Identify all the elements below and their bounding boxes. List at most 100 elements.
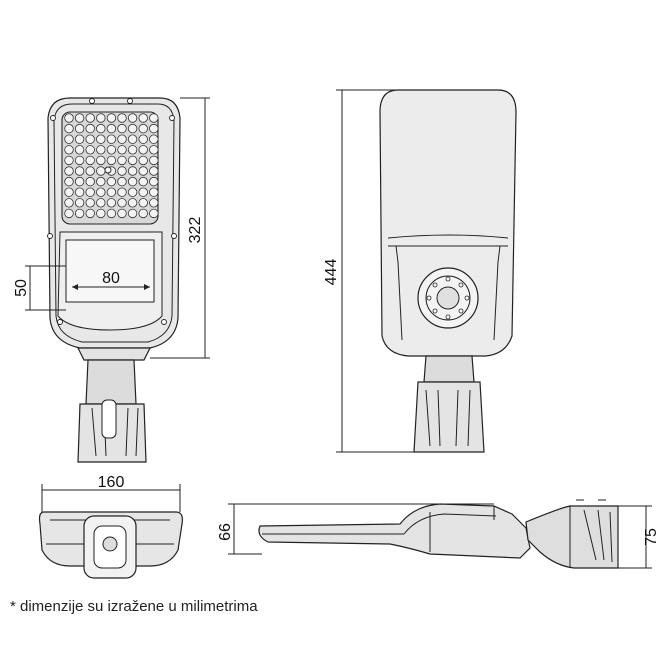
- led-lens: [106, 198, 117, 208]
- units-footnote: * dimenzije su izražene u milimetrima: [10, 598, 258, 615]
- led-lens: [96, 187, 106, 197]
- led-lens: [64, 176, 74, 187]
- led-lens: [74, 198, 85, 208]
- led-lens: [127, 113, 138, 123]
- led-lens: [106, 208, 117, 219]
- led-lens: [85, 176, 95, 187]
- led-lens: [85, 208, 95, 219]
- led-lens: [138, 198, 148, 208]
- led-lens: [127, 176, 138, 187]
- led-lens: [96, 123, 106, 134]
- led-lens: [85, 187, 95, 197]
- led-lens: [138, 187, 148, 197]
- led-lens: [149, 155, 159, 166]
- led-lens: [64, 187, 74, 197]
- led-lens: [149, 145, 159, 155]
- led-lens: [149, 208, 159, 219]
- led-lens: [106, 176, 117, 187]
- led-lens: [117, 208, 127, 219]
- led-lens: [106, 187, 117, 197]
- dim-back-height: 444: [323, 259, 340, 286]
- led-array: [64, 113, 159, 219]
- dim-top-width: 160: [98, 474, 125, 491]
- led-lens: [64, 208, 74, 219]
- led-lens: [149, 187, 159, 197]
- led-lens: [85, 155, 95, 166]
- dim-front-height: 322: [187, 217, 204, 244]
- led-lens: [149, 113, 159, 123]
- dim-side-mount-height: 75: [643, 528, 660, 546]
- led-lens: [149, 198, 159, 208]
- side-view: 66 75: [217, 499, 660, 569]
- led-lens: [74, 176, 85, 187]
- led-lens: [138, 145, 148, 155]
- led-lens: [64, 123, 74, 134]
- led-lens: [117, 176, 127, 187]
- led-lens: [127, 187, 138, 197]
- led-lens: [85, 198, 95, 208]
- led-lens: [74, 166, 85, 176]
- led-lens: [117, 198, 127, 208]
- led-lens: [106, 134, 117, 144]
- led-lens: [64, 134, 74, 144]
- led-lens: [74, 155, 85, 166]
- led-lens: [74, 187, 85, 197]
- led-lens: [117, 145, 127, 155]
- led-lens: [74, 134, 85, 144]
- led-lens: [74, 208, 85, 219]
- back-view: 444: [323, 89, 517, 453]
- led-lens: [149, 134, 159, 144]
- led-lens: [138, 113, 148, 123]
- led-lens: [85, 145, 95, 155]
- led-lens: [149, 123, 159, 134]
- led-lens: [74, 145, 85, 155]
- led-lens: [138, 208, 148, 219]
- led-lens: [96, 198, 106, 208]
- led-lens: [127, 123, 138, 134]
- led-lens: [74, 123, 85, 134]
- led-lens: [138, 176, 148, 187]
- led-lens: [138, 134, 148, 144]
- led-lens: [106, 145, 117, 155]
- dim-window-height: 50: [13, 279, 30, 297]
- led-lens: [96, 208, 106, 219]
- led-lens: [85, 113, 95, 123]
- led-lens: [64, 155, 74, 166]
- led-lens: [85, 123, 95, 134]
- led-lens: [106, 113, 117, 123]
- led-lens: [64, 198, 74, 208]
- led-lens: [127, 208, 138, 219]
- led-lens: [64, 166, 74, 176]
- led-lens: [117, 113, 127, 123]
- led-lens: [127, 155, 138, 166]
- led-lens: [96, 166, 106, 176]
- led-lens: [117, 123, 127, 134]
- led-lens: [117, 155, 127, 166]
- led-lens: [96, 113, 106, 123]
- led-lens: [149, 166, 159, 176]
- led-lens: [149, 176, 159, 187]
- led-lens: [138, 166, 148, 176]
- led-lens: [64, 113, 74, 123]
- led-lens: [96, 145, 106, 155]
- front-view: 322 80 50: [13, 97, 210, 463]
- led-lens: [117, 134, 127, 144]
- dim-window-width: 80: [102, 270, 120, 287]
- led-lens: [96, 134, 106, 144]
- led-lens: [106, 155, 117, 166]
- led-lens: [106, 123, 117, 134]
- dim-side-height: 66: [217, 523, 234, 541]
- top-view: 160: [38, 474, 183, 579]
- led-lens: [117, 166, 127, 176]
- led-lens: [96, 176, 106, 187]
- led-lens: [85, 134, 95, 144]
- led-lens: [96, 155, 106, 166]
- led-lens: [127, 145, 138, 155]
- led-lens: [127, 198, 138, 208]
- led-lens: [64, 145, 74, 155]
- led-lens: [127, 134, 138, 144]
- led-lens: [117, 187, 127, 197]
- led-lens: [138, 123, 148, 134]
- led-lens: [127, 166, 138, 176]
